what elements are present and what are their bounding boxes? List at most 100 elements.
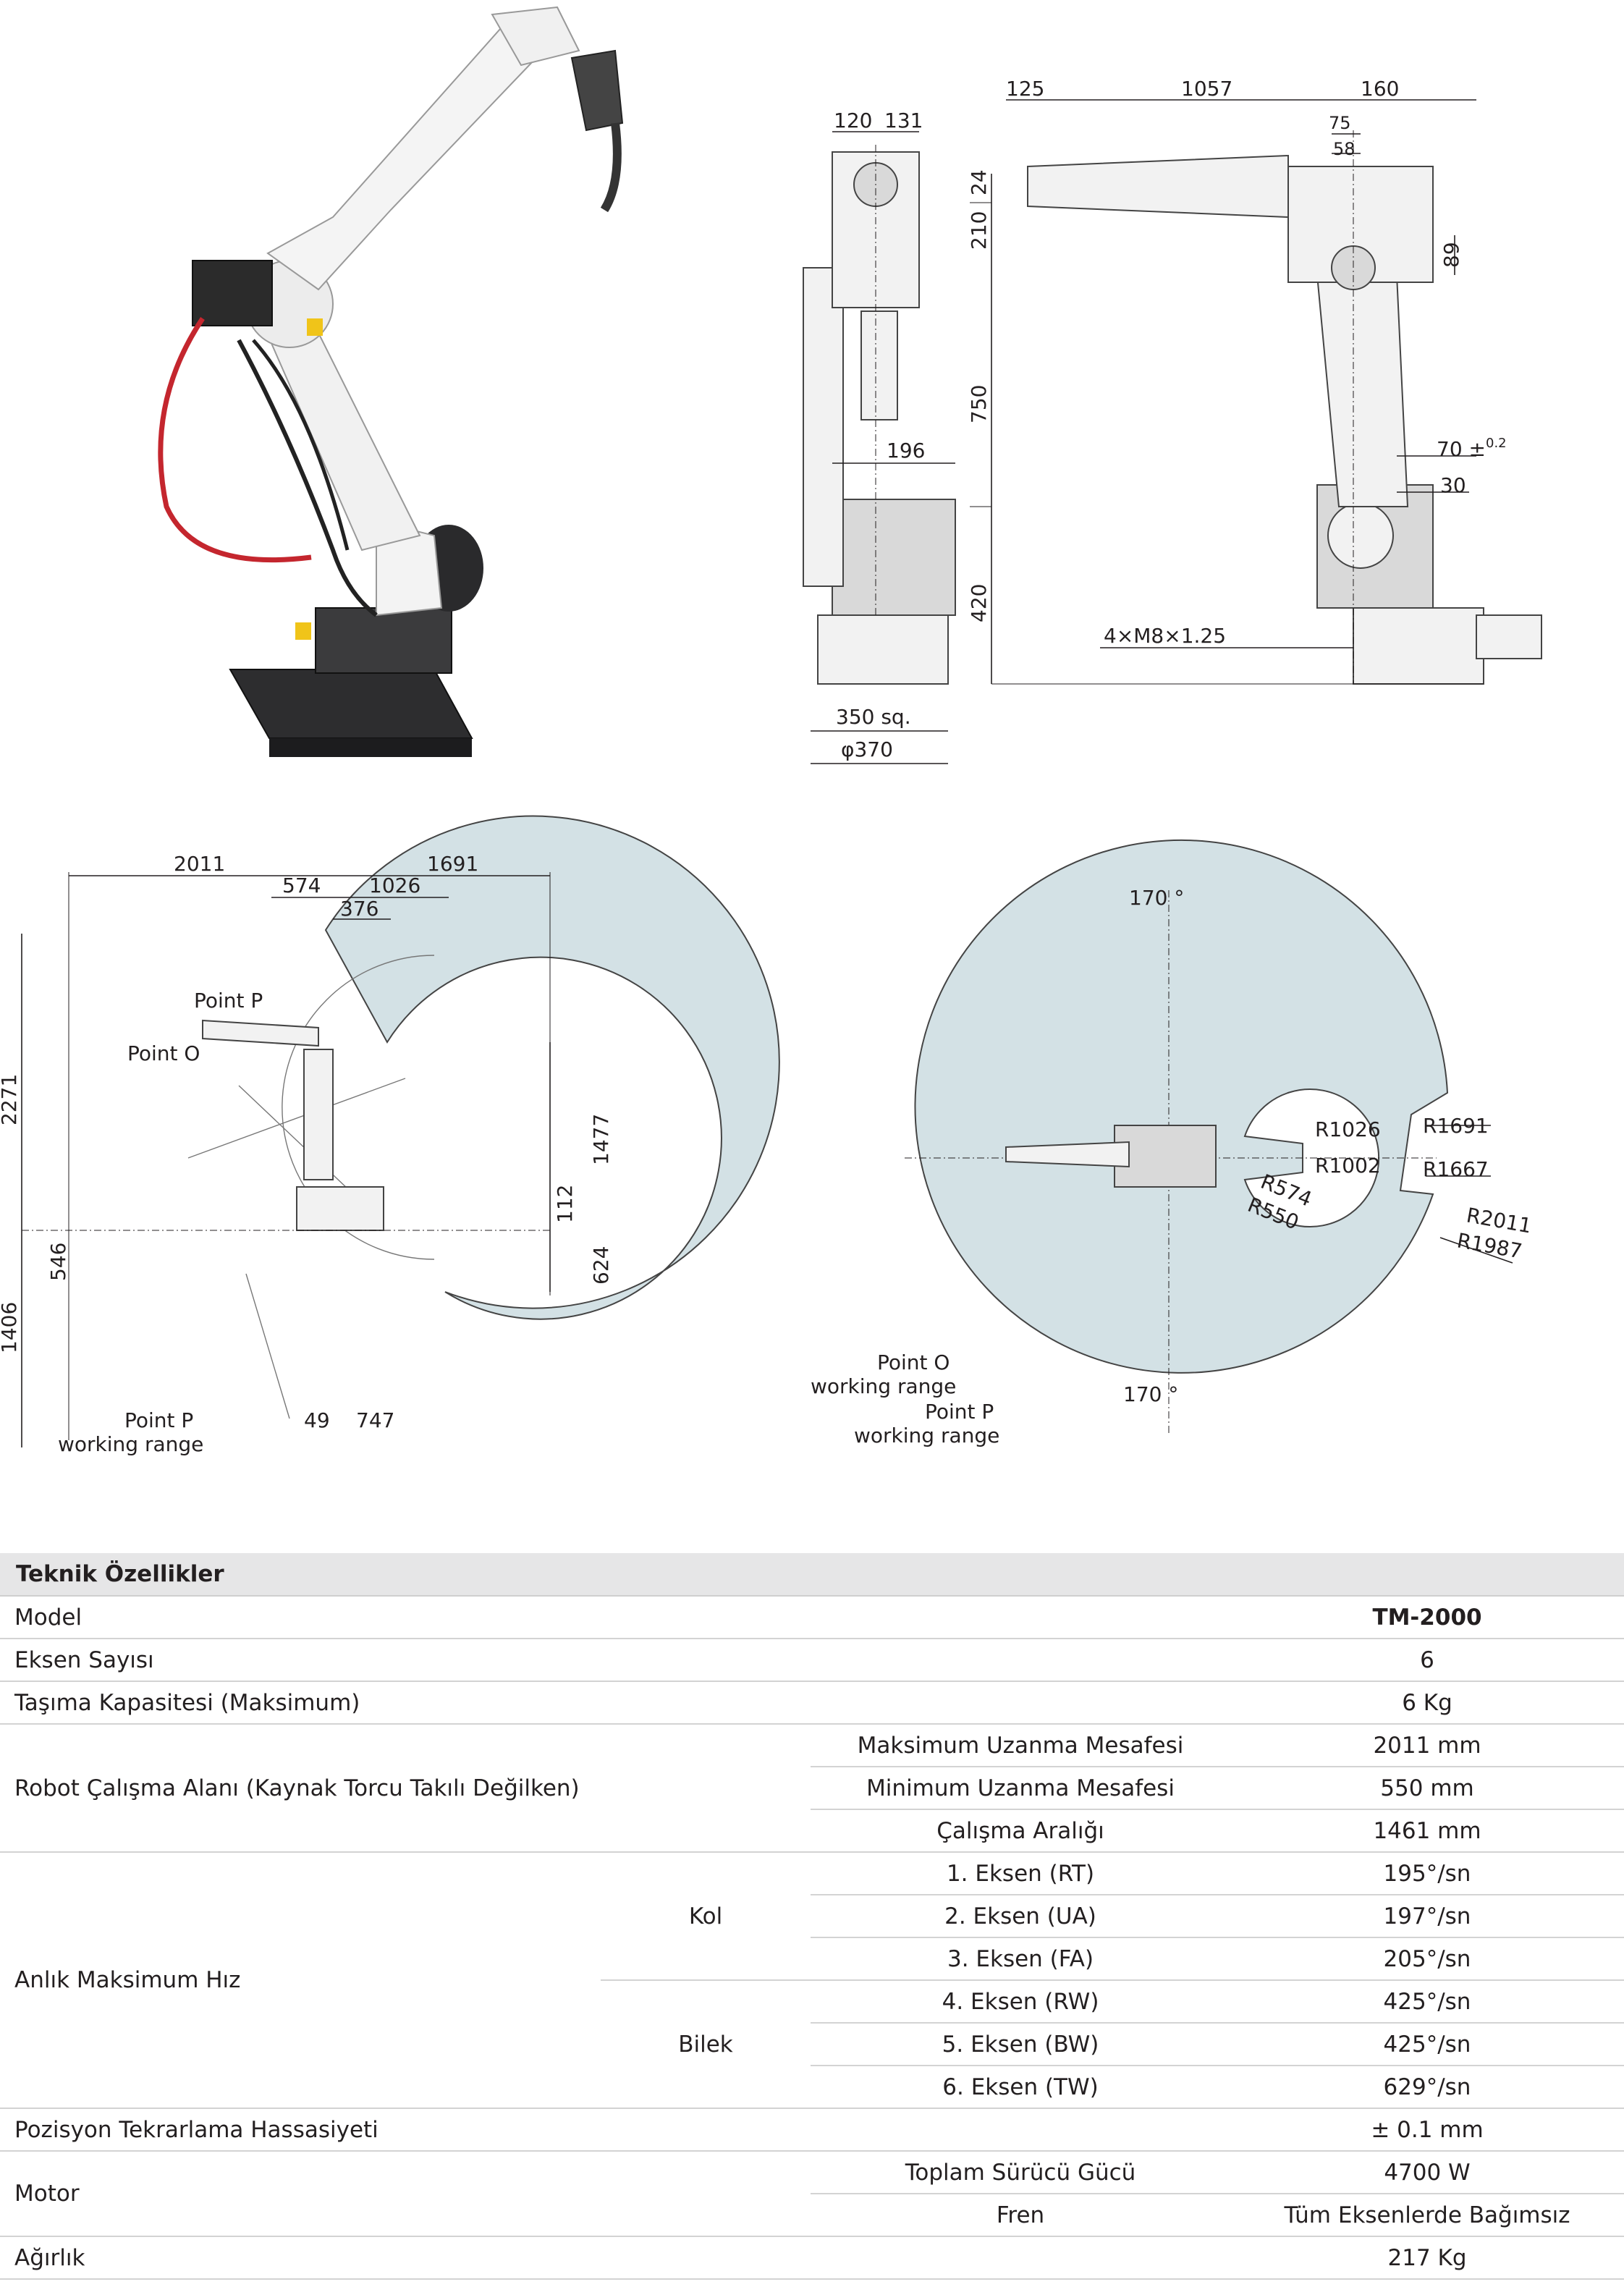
label-point-o: Point O — [127, 1041, 200, 1065]
weight-value: 217 Kg — [1230, 2236, 1624, 2280]
range-label: Robot Çalışma Alanı (Kaynak Torcu Takılı… — [0, 1724, 811, 1853]
radius-r1026: R1026 — [1315, 1117, 1381, 1141]
range-dim-624: 624 — [589, 1246, 613, 1285]
speed-axis-value: 425°/sn — [1230, 1980, 1624, 2024]
speed-axis-name: 6. Eksen (TW) — [811, 2066, 1231, 2109]
table-row: Pozisyon Tekrarlama Hassasiyeti ± 0.1 mm — [0, 2108, 1624, 2152]
speed-axis-name: 4. Eksen (RW) — [811, 1980, 1231, 2024]
robot-photo — [158, 6, 624, 757]
model-value: TM-2000 — [1230, 1597, 1624, 1639]
dim-196: 196 — [887, 439, 925, 462]
radius-r1667: R1667 — [1423, 1157, 1489, 1181]
range-dim-1691: 1691 — [427, 852, 478, 876]
payload-label: Taşıma Kapasitesi (Maksimum) — [0, 1681, 1231, 1725]
table-row: Motor Toplam Sürücü Gücü 4700 W — [0, 2151, 1624, 2237]
range-value: 550 mm — [1230, 1767, 1624, 1810]
range-dim-1026: 1026 — [369, 874, 420, 897]
table-row: Ağırlık 217 Kg — [0, 2236, 1624, 2280]
label-working-range-p: working range — [854, 1424, 999, 1447]
range-dim-747: 747 — [356, 1408, 394, 1432]
dim-1057: 1057 — [1181, 77, 1232, 101]
axes-value: 6 — [1230, 1639, 1624, 1682]
speed-label: Anlık Maksimum Hız — [0, 1852, 601, 2109]
dim-350sq: 350 sq. — [836, 705, 911, 729]
table-row: Minimum Uzanma Mesafesi 550 mm — [0, 1767, 1624, 1810]
label-point-p: Point P — [194, 989, 263, 1013]
dim-160: 160 — [1361, 77, 1399, 101]
specs-table: Model TM-2000 Eksen Sayısı 6 Taşıma Kapa… — [0, 1597, 1624, 2280]
speed-axis-value: 195°/sn — [1230, 1852, 1624, 1895]
table-row: 5. Eksen (BW) 425°/sn — [0, 2023, 1624, 2066]
specs-header: Teknik Özellikler — [0, 1553, 1624, 1597]
payload-value: 6 Kg — [1230, 1681, 1624, 1725]
dim-thread: 4×M8×1.25 — [1104, 624, 1226, 648]
speed-axis-value: 629°/sn — [1230, 2066, 1624, 2109]
range-value: 2011 mm — [1230, 1724, 1624, 1767]
speed-axis-value: 425°/sn — [1230, 2023, 1624, 2066]
speed-axis-value: 197°/sn — [1230, 1895, 1624, 1938]
technical-drawings: 120 131 24 210 750 420 196 350 sq. φ370 … — [0, 6, 1542, 1456]
dim-120: 120 — [834, 109, 872, 132]
table-row: Bilek 4. Eksen (RW) 425°/sn — [0, 1980, 1624, 2109]
motor-name: Fren — [811, 2194, 1231, 2237]
range-name: Maksimum Uzanma Mesafesi — [811, 1724, 1231, 1767]
repeat-value: ± 0.1 mm — [1230, 2108, 1624, 2152]
dim-phi370: φ370 — [841, 737, 893, 761]
range-name: Minimum Uzanma Mesafesi — [811, 1767, 1231, 1810]
arm-label: Kol — [601, 1852, 811, 1981]
speed-axis-name: 2. Eksen (UA) — [811, 1895, 1231, 1938]
speed-axis-value: 205°/sn — [1230, 1937, 1624, 1981]
table-row: Taşıma Kapasitesi (Maksimum) 6 Kg — [0, 1681, 1624, 1725]
label-working-range-o: working range — [811, 1374, 956, 1398]
motor-value: 4700 W — [1230, 2151, 1624, 2194]
dim-24: 24 — [967, 169, 991, 195]
label-point-p-range: Point P — [124, 1408, 193, 1432]
label-working-range: working range — [58, 1432, 203, 1456]
dim-131: 131 — [884, 109, 923, 132]
table-row: 2. Eksen (UA) 197°/sn — [0, 1895, 1624, 1938]
range-dim-112: 112 — [553, 1185, 577, 1223]
label-point-p: Point P — [925, 1400, 994, 1424]
range-dim-2271: 2271 — [0, 1074, 21, 1125]
wrist-label: Bilek — [601, 1980, 811, 2109]
table-row: Anlık Maksimum Hız Kol 1. Eksen (RT) 195… — [0, 1852, 1624, 2109]
range-dim-376: 376 — [340, 897, 378, 921]
dim-89: 89 — [1439, 242, 1463, 268]
repeat-label: Pozisyon Tekrarlama Hassasiyeti — [0, 2108, 1231, 2152]
range-value: 1461 mm — [1230, 1809, 1624, 1853]
dim-125: 125 — [1006, 77, 1044, 101]
specs-title: Teknik Özellikler — [16, 1561, 224, 1587]
table-row: Fren Tüm Eksenlerde Bağımsız — [0, 2194, 1624, 2237]
angle-170-top: 170 ° — [1129, 886, 1184, 910]
motor-label: Motor — [0, 2151, 811, 2237]
table-row: Eksen Sayısı 6 — [0, 1639, 1624, 1682]
speed-axis-name: 1. Eksen (RT) — [811, 1852, 1231, 1895]
table-row: Model TM-2000 — [0, 1597, 1624, 1639]
label-point-o: Point O — [877, 1350, 950, 1374]
range-dim-574: 574 — [282, 874, 321, 897]
angle-170-bottom: 170 ° — [1123, 1382, 1178, 1406]
range-dim-546: 546 — [46, 1243, 70, 1281]
model-label: Model — [0, 1597, 1231, 1639]
range-name: Çalışma Aralığı — [811, 1809, 1231, 1853]
radius-r1002: R1002 — [1315, 1154, 1381, 1178]
axes-label: Eksen Sayısı — [0, 1639, 1231, 1682]
weight-label: Ağırlık — [0, 2236, 1231, 2280]
dim-750: 750 — [967, 385, 991, 423]
working-range-side: 2011 574 1026 1691 376 2271 1477 112 624… — [0, 815, 780, 1456]
speed-axis-name: 3. Eksen (FA) — [811, 1937, 1231, 1981]
dim-75: 75 — [1329, 113, 1351, 133]
motor-value: Tüm Eksenlerde Bağımsız — [1230, 2194, 1624, 2237]
range-dim-1406: 1406 — [0, 1302, 21, 1353]
working-range-top: 170 ° 170 ° R1026 R1002 R574 R550 R1691 … — [811, 839, 1534, 1447]
motor-name: Toplam Sürücü Gücü — [811, 2151, 1231, 2194]
speed-axis-name: 5. Eksen (BW) — [811, 2023, 1231, 2066]
range-dim-49: 49 — [304, 1408, 330, 1432]
dim-30: 30 — [1440, 473, 1466, 497]
radius-r1691: R1691 — [1423, 1114, 1489, 1138]
table-row: 3. Eksen (FA) 205°/sn — [0, 1937, 1624, 1981]
dim-58: 58 — [1333, 139, 1356, 159]
specs-section: Teknik Özellikler Model TM-2000 Eksen Sa… — [0, 1553, 1624, 2280]
range-dim-2011: 2011 — [174, 852, 225, 876]
dim-420: 420 — [967, 584, 991, 622]
